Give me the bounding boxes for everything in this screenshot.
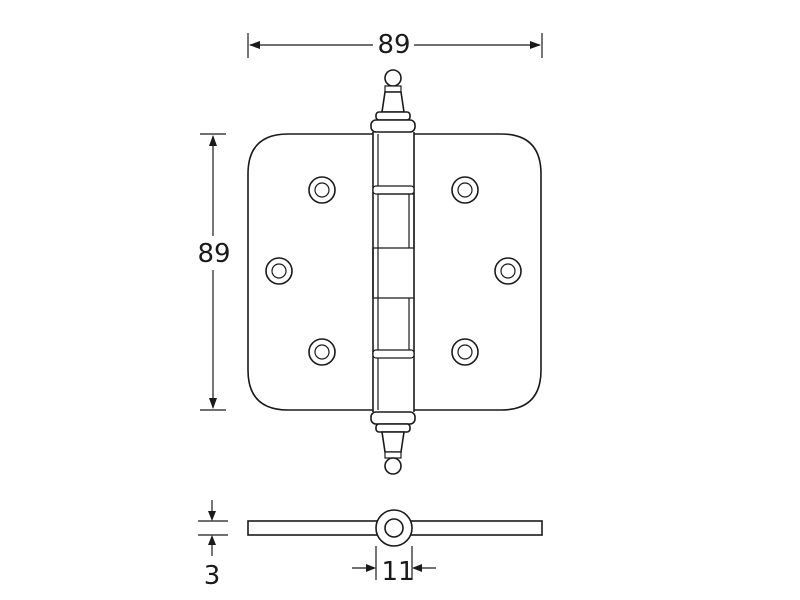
knuckle-dimension: 11: [352, 546, 436, 587]
screw-hole: [265, 257, 293, 285]
height-dimension: 89: [197, 133, 231, 411]
hinge-side-view: [247, 509, 543, 547]
screw-hole: [308, 176, 336, 204]
screw-hole: [308, 338, 336, 366]
bottom-finial: [370, 411, 416, 475]
thickness-dimension: 3: [198, 500, 228, 591]
screw-holes: [265, 176, 522, 366]
height-label: 89: [197, 239, 230, 269]
top-finial: [370, 69, 416, 133]
screw-hole: [451, 176, 479, 204]
screw-hole: [494, 257, 522, 285]
width-label: 89: [377, 30, 410, 60]
thickness-label: 3: [204, 561, 221, 591]
screw-hole: [451, 338, 479, 366]
width-dimension: 89: [247, 30, 543, 60]
knuckle-label: 11: [381, 557, 414, 587]
hinge-leaves: [247, 133, 542, 411]
hinge-knuckle: [372, 132, 415, 412]
